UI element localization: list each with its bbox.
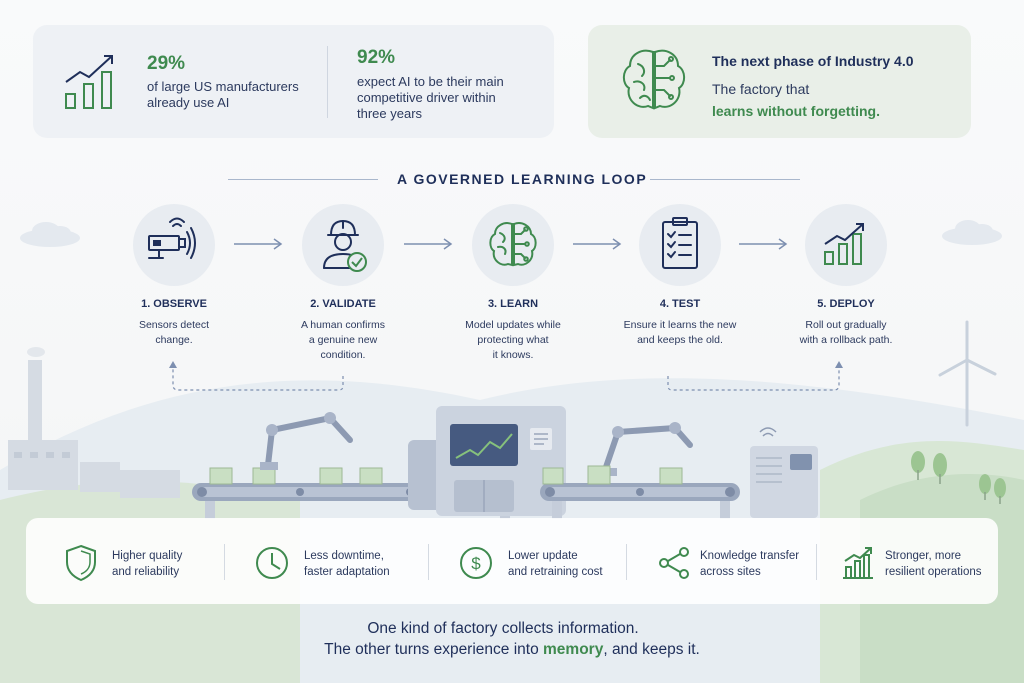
footer-line-2: The other turns experience into memory, … (0, 641, 1024, 659)
worker-check-icon (323, 219, 367, 272)
stat-value-29: 29% (147, 53, 186, 74)
benefit-4-line2: across sites (700, 566, 761, 578)
benefit-2-line1: Less downtime, (304, 550, 384, 562)
step-5-desc-line2: with a rollback path. (799, 334, 893, 346)
industry-phase-card (588, 25, 971, 138)
step-3-desc-line2: protecting what (477, 334, 549, 346)
benefit-divider (224, 544, 225, 580)
bar-chart-icon (843, 547, 873, 579)
step-deploy-circle (805, 204, 887, 286)
step-5-title: 5. DEPLOY (817, 298, 875, 310)
growth-chart-icon (65, 55, 113, 109)
phase-line: The factory that (712, 81, 810, 97)
benefit-divider (428, 544, 429, 580)
shield-icon (66, 544, 96, 582)
stat-value-92: 92% (357, 47, 396, 68)
arrow-right-icon (234, 238, 283, 250)
phase-accent: learns without forgetting. (712, 103, 880, 119)
camera-sensor-icon (148, 217, 196, 259)
benefit-divider (626, 544, 627, 580)
stat-text-92-line1: expect AI to be their main (357, 74, 504, 89)
step-1-desc-line1: Sensors detect (138, 319, 210, 331)
stat-text-92-line3: three years (357, 106, 423, 121)
stat-text-29-line1: of large US manufacturers (147, 79, 299, 94)
brain-circuit-icon (622, 49, 686, 110)
checklist-icon (662, 217, 698, 269)
footer-line-2-start: The other turns experience into (324, 641, 544, 658)
stats-card (33, 25, 554, 138)
step-3-title: 3. LEARN (487, 298, 539, 310)
step-3-desc-line1: Model updates while (465, 319, 561, 331)
share-icon (659, 547, 689, 579)
arrow-right-icon (573, 238, 622, 250)
footer-line-2-end: , and keeps it. (603, 641, 700, 658)
benefit-divider (816, 544, 817, 580)
brain-circuit-icon (489, 222, 537, 267)
stats-divider (327, 46, 328, 118)
benefit-2-line2: faster adaptation (304, 566, 390, 578)
step-test-circle (639, 204, 721, 286)
benefit-3-line1: Lower update (508, 550, 578, 562)
step-4-desc-line1: Ensure it learns the new (623, 319, 737, 331)
phase-title: The next phase of Industry 4.0 (712, 53, 914, 69)
step-learn-circle (472, 204, 554, 286)
arrow-right-icon (404, 238, 453, 250)
benefit-3-line2: and retraining cost (508, 566, 603, 578)
step-1-desc-line2: change. (155, 334, 193, 346)
dollar-icon: $ (460, 547, 492, 579)
title-rule-left (228, 179, 378, 180)
step-1-title: 1. OBSERVE (141, 298, 207, 310)
benefit-5-line2: resilient operations (885, 566, 982, 578)
benefit-1-line1: Higher quality (112, 550, 183, 562)
step-2-desc-line2: a genuine new (308, 334, 378, 346)
step-observe-circle (133, 204, 215, 286)
footer-accent-memory: memory (543, 641, 604, 658)
benefit-1-line2: and reliability (112, 566, 180, 578)
step-3-desc-line3: it knows. (492, 349, 534, 361)
step-5-desc-line1: Roll out gradually (805, 319, 887, 331)
growth-chart-icon (824, 223, 864, 265)
step-2-desc-line3: condition. (320, 349, 366, 361)
step-4-desc-line2: and keeps the old. (637, 334, 723, 346)
footer-line-1: One kind of factory collects information… (367, 620, 639, 637)
stat-text-92-line2: competitive driver within (357, 90, 496, 105)
step-2-desc-line1: A human confirms (300, 319, 386, 331)
svg-text:$: $ (471, 554, 481, 573)
benefit-4-line1: Knowledge transfer (700, 550, 800, 562)
step-2-title: 2. VALIDATE (310, 298, 376, 310)
stat-text-29-line2: already use AI (147, 95, 230, 110)
title-rule-right (650, 179, 800, 180)
benefit-5-line1: Stronger, more (885, 550, 962, 562)
clock-icon (256, 547, 288, 579)
step-4-title: 4. TEST (659, 298, 701, 310)
arrow-right-icon (739, 238, 788, 250)
benefits-bar: Higher quality and reliability Less down… (26, 518, 998, 604)
loop-title: A GOVERNED LEARNING LOOP (397, 171, 648, 187)
step-validate-circle (302, 204, 384, 286)
